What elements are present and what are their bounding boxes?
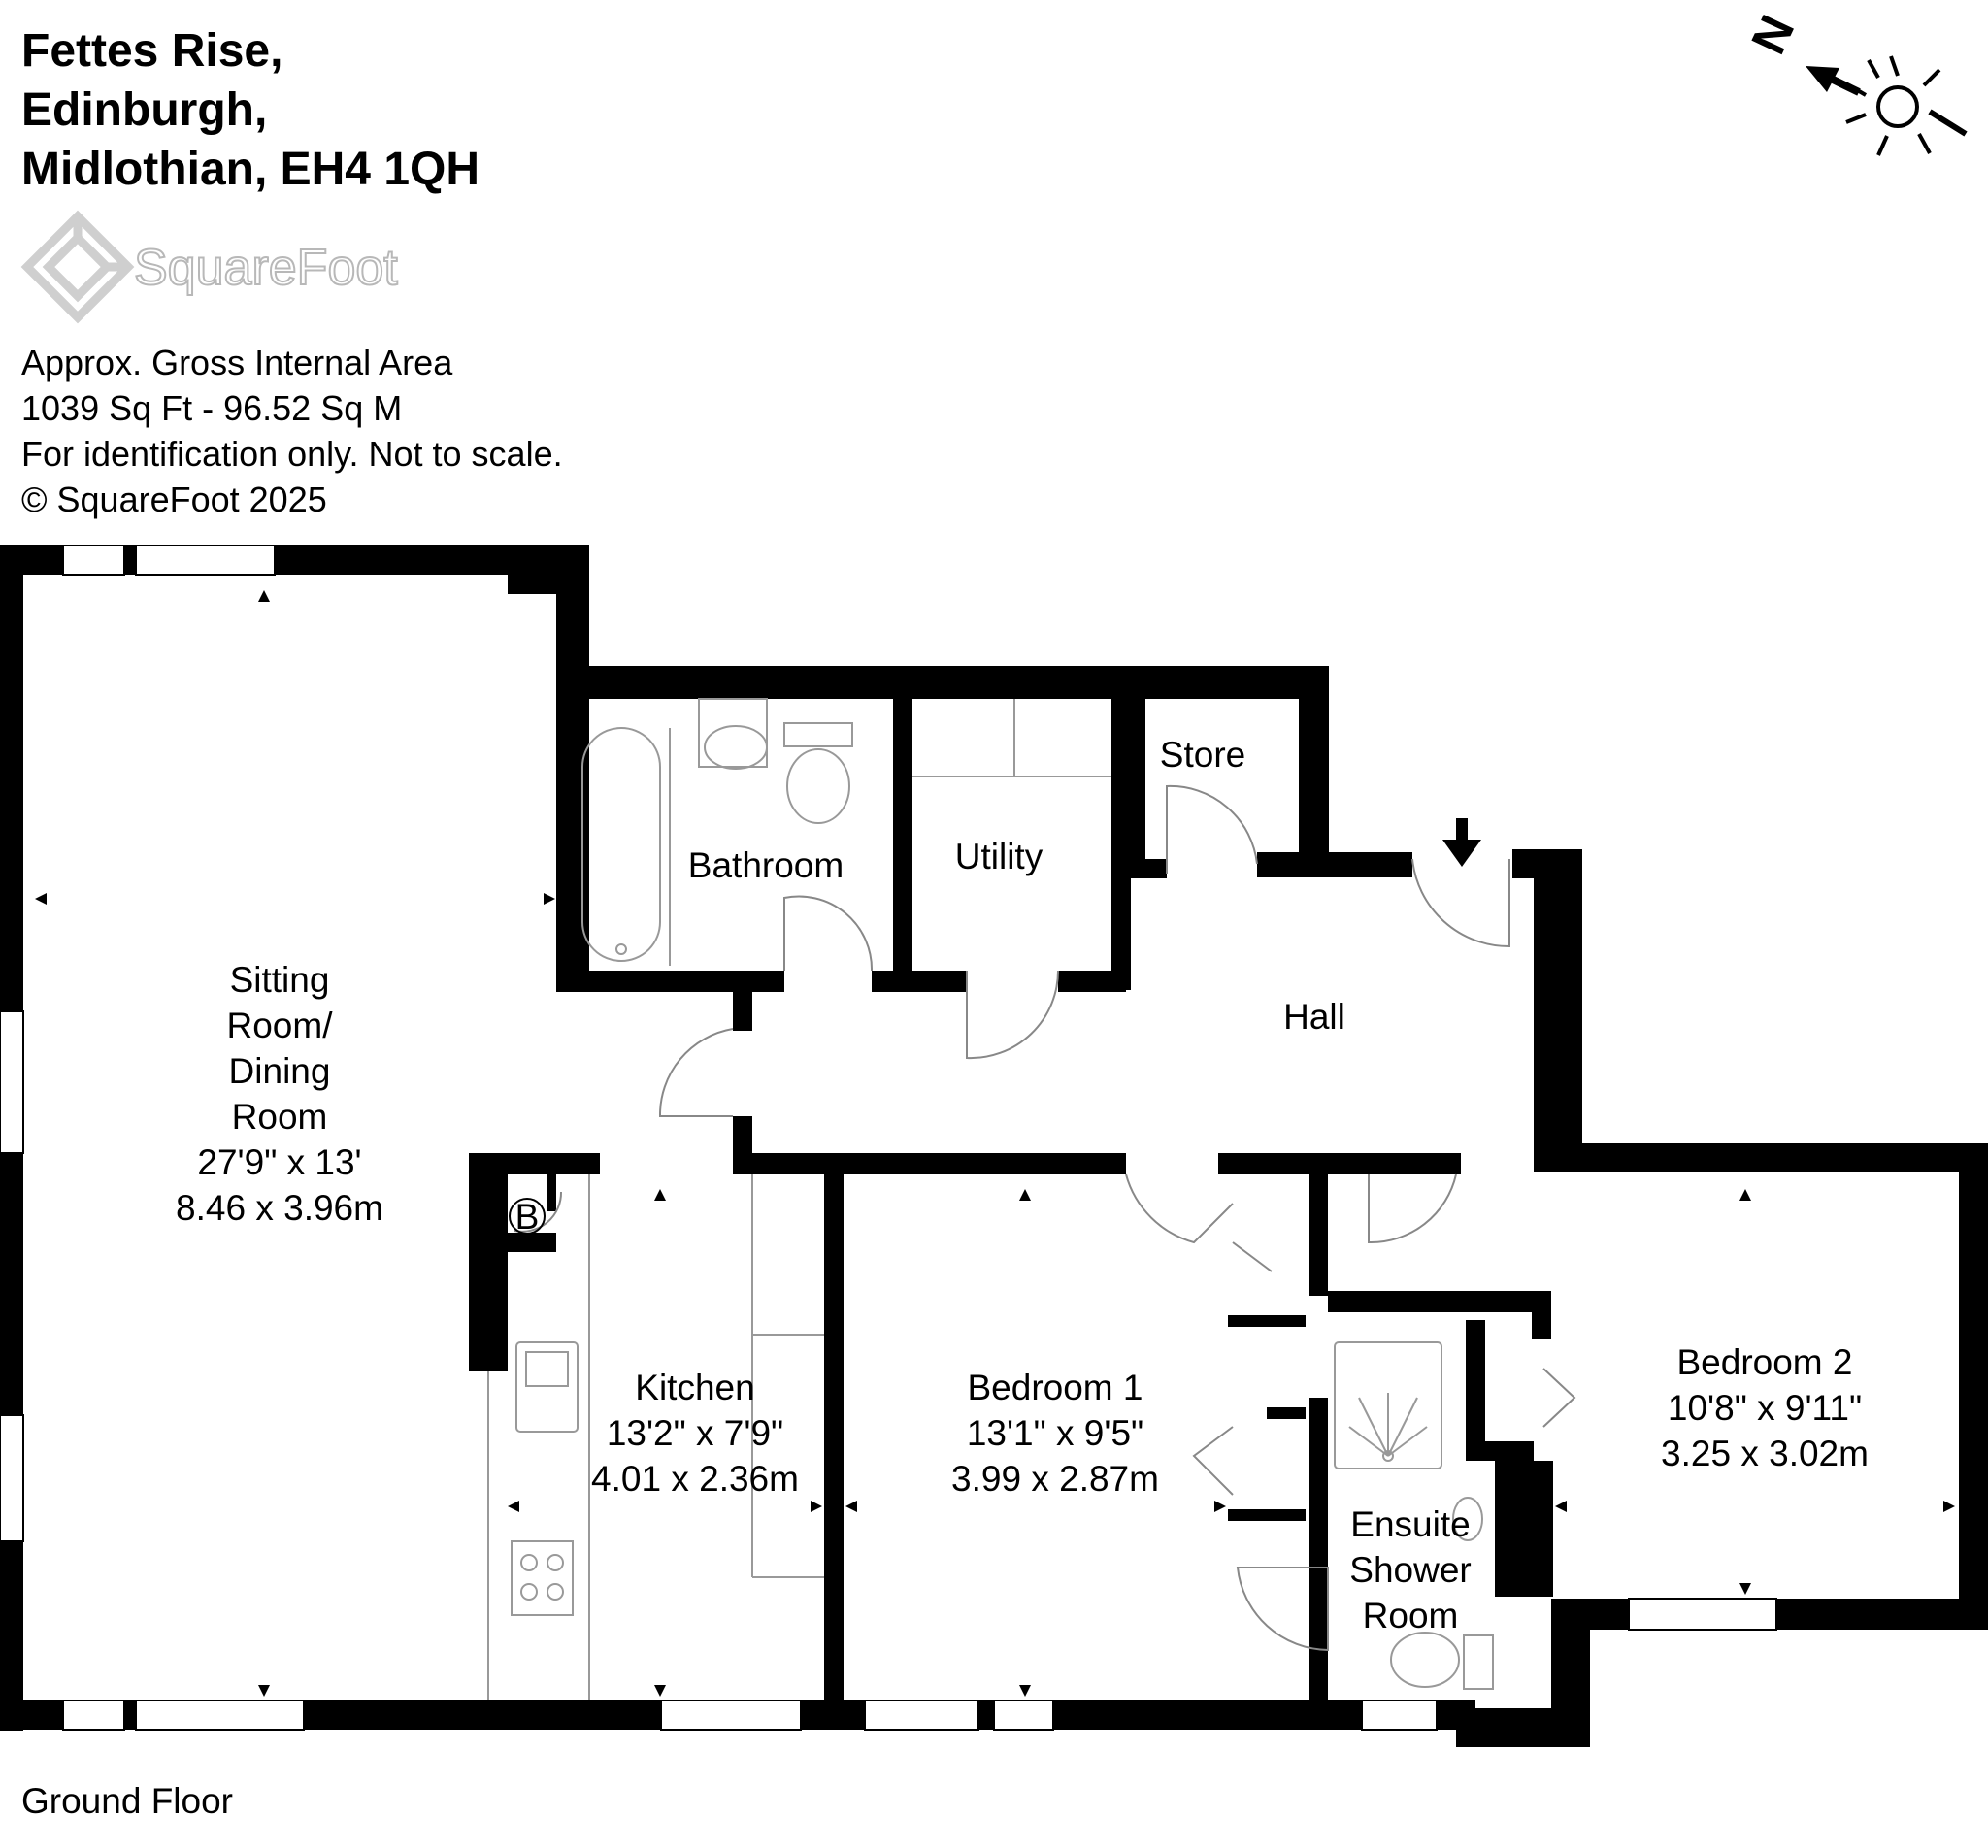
fixtures [487, 698, 1494, 1700]
sitting-room-name-4: Room [232, 1097, 328, 1137]
shower-tray [1334, 1341, 1442, 1469]
sitting-room-name-2: Room/ [227, 1006, 334, 1045]
walls [0, 545, 1988, 1747]
boiler-cupboard-door [514, 1191, 563, 1233]
address-line-3: Midlothian, EH4 1QH [21, 144, 480, 195]
floor-label: Ground Floor [21, 1781, 233, 1821]
bedroom1-wardrobe-doors [1192, 1426, 1234, 1496]
bedroom2-wardrobe-doors [1542, 1368, 1576, 1428]
area-info-line-3: For identification only. Not to scale. [21, 434, 563, 474]
bedroom1-size-metric: 3.99 x 2.87m [951, 1459, 1159, 1499]
ensuite-toilet [1390, 1632, 1460, 1688]
bedroom1-door[interactable] [1125, 1173, 1234, 1244]
area-info: Approx. Gross Internal Area 1039 Sq Ft -… [21, 340, 563, 522]
utility-name: Utility [955, 837, 1044, 876]
area-info-line-4: © SquareFoot 2025 [21, 479, 327, 519]
area-info-line-1: Approx. Gross Internal Area [21, 343, 453, 382]
windows [0, 544, 1777, 1731]
bathroom-name: Bathroom [688, 845, 844, 885]
bedroom2-size-imperial: 10'8" x 9'11" [1668, 1388, 1862, 1428]
toilet-cistern [783, 722, 853, 747]
store-door[interactable] [1166, 784, 1258, 874]
toilet-bowl [786, 748, 850, 824]
ensuite-sink [1452, 1497, 1483, 1541]
kitchen-sink [515, 1341, 579, 1433]
address-line-2: Edinburgh, [21, 84, 268, 136]
bathroom-sink [704, 725, 768, 770]
north-label: N [1740, 7, 1805, 61]
area-info-line-2: 1039 Sq Ft - 96.52 Sq M [21, 388, 403, 428]
entrance-door[interactable] [1411, 858, 1510, 948]
dimension-markers [35, 590, 1955, 1697]
utility-door[interactable] [966, 970, 1060, 1060]
kitchen-size-metric: 4.01 x 2.36m [591, 1459, 799, 1499]
sitting-room-name-3: Dining [229, 1051, 331, 1091]
kitchen-name: Kitchen [635, 1368, 754, 1407]
squarefoot-logo: SquareFoot [20, 210, 399, 324]
sitting-room-door[interactable] [658, 1028, 734, 1117]
bathroom-door[interactable] [783, 895, 874, 972]
address-line-1: Fettes Rise, [21, 25, 283, 77]
sitting-room-name-1: Sitting [230, 960, 330, 1000]
sun-icon [1845, 55, 1968, 156]
boiler-icon: B [509, 1197, 546, 1237]
bedroom1-size-imperial: 13'1" x 9'5" [967, 1413, 1143, 1453]
bathtub [581, 727, 661, 962]
squarefoot-diamond-icon [20, 210, 135, 324]
hall-name: Hall [1283, 997, 1345, 1037]
bedroom2-size-metric: 3.25 x 3.02m [1661, 1434, 1869, 1473]
hob [511, 1540, 574, 1616]
ensuite-name-2: Shower [1349, 1550, 1471, 1590]
bedroom1-name: Bedroom 1 [968, 1368, 1143, 1407]
door-swings [514, 784, 1576, 1652]
kitchen-size-imperial: 13'2" x 7'9" [607, 1413, 783, 1453]
bedroom2-door[interactable] [1368, 1173, 1457, 1244]
bedroom2-name: Bedroom 2 [1677, 1342, 1853, 1382]
sun-compass-icon: N [1740, 7, 1968, 156]
ensuite-name-3: Room [1363, 1596, 1459, 1635]
ensuite-door[interactable] [1236, 1567, 1329, 1652]
sitting-room-size-imperial: 27'9" x 13' [197, 1142, 361, 1182]
entrance-arrow-icon [1442, 818, 1481, 867]
ensuite-cistern [1463, 1634, 1494, 1690]
store-name: Store [1160, 735, 1245, 775]
sitting-room-size-metric: 8.46 x 3.96m [176, 1188, 383, 1228]
ensuite-name-1: Ensuite [1350, 1504, 1470, 1544]
room-labels: Sitting Room/ Dining Room 27'9" x 13' 8.… [176, 735, 1869, 1635]
logo-text: SquareFoot [134, 240, 398, 296]
bath-drain-icon [615, 943, 627, 955]
boiler-label: B [515, 1197, 540, 1237]
sink-basin [525, 1351, 569, 1387]
property-address: Fettes Rise, Edinburgh, Midlothian, EH4 … [21, 21, 480, 199]
